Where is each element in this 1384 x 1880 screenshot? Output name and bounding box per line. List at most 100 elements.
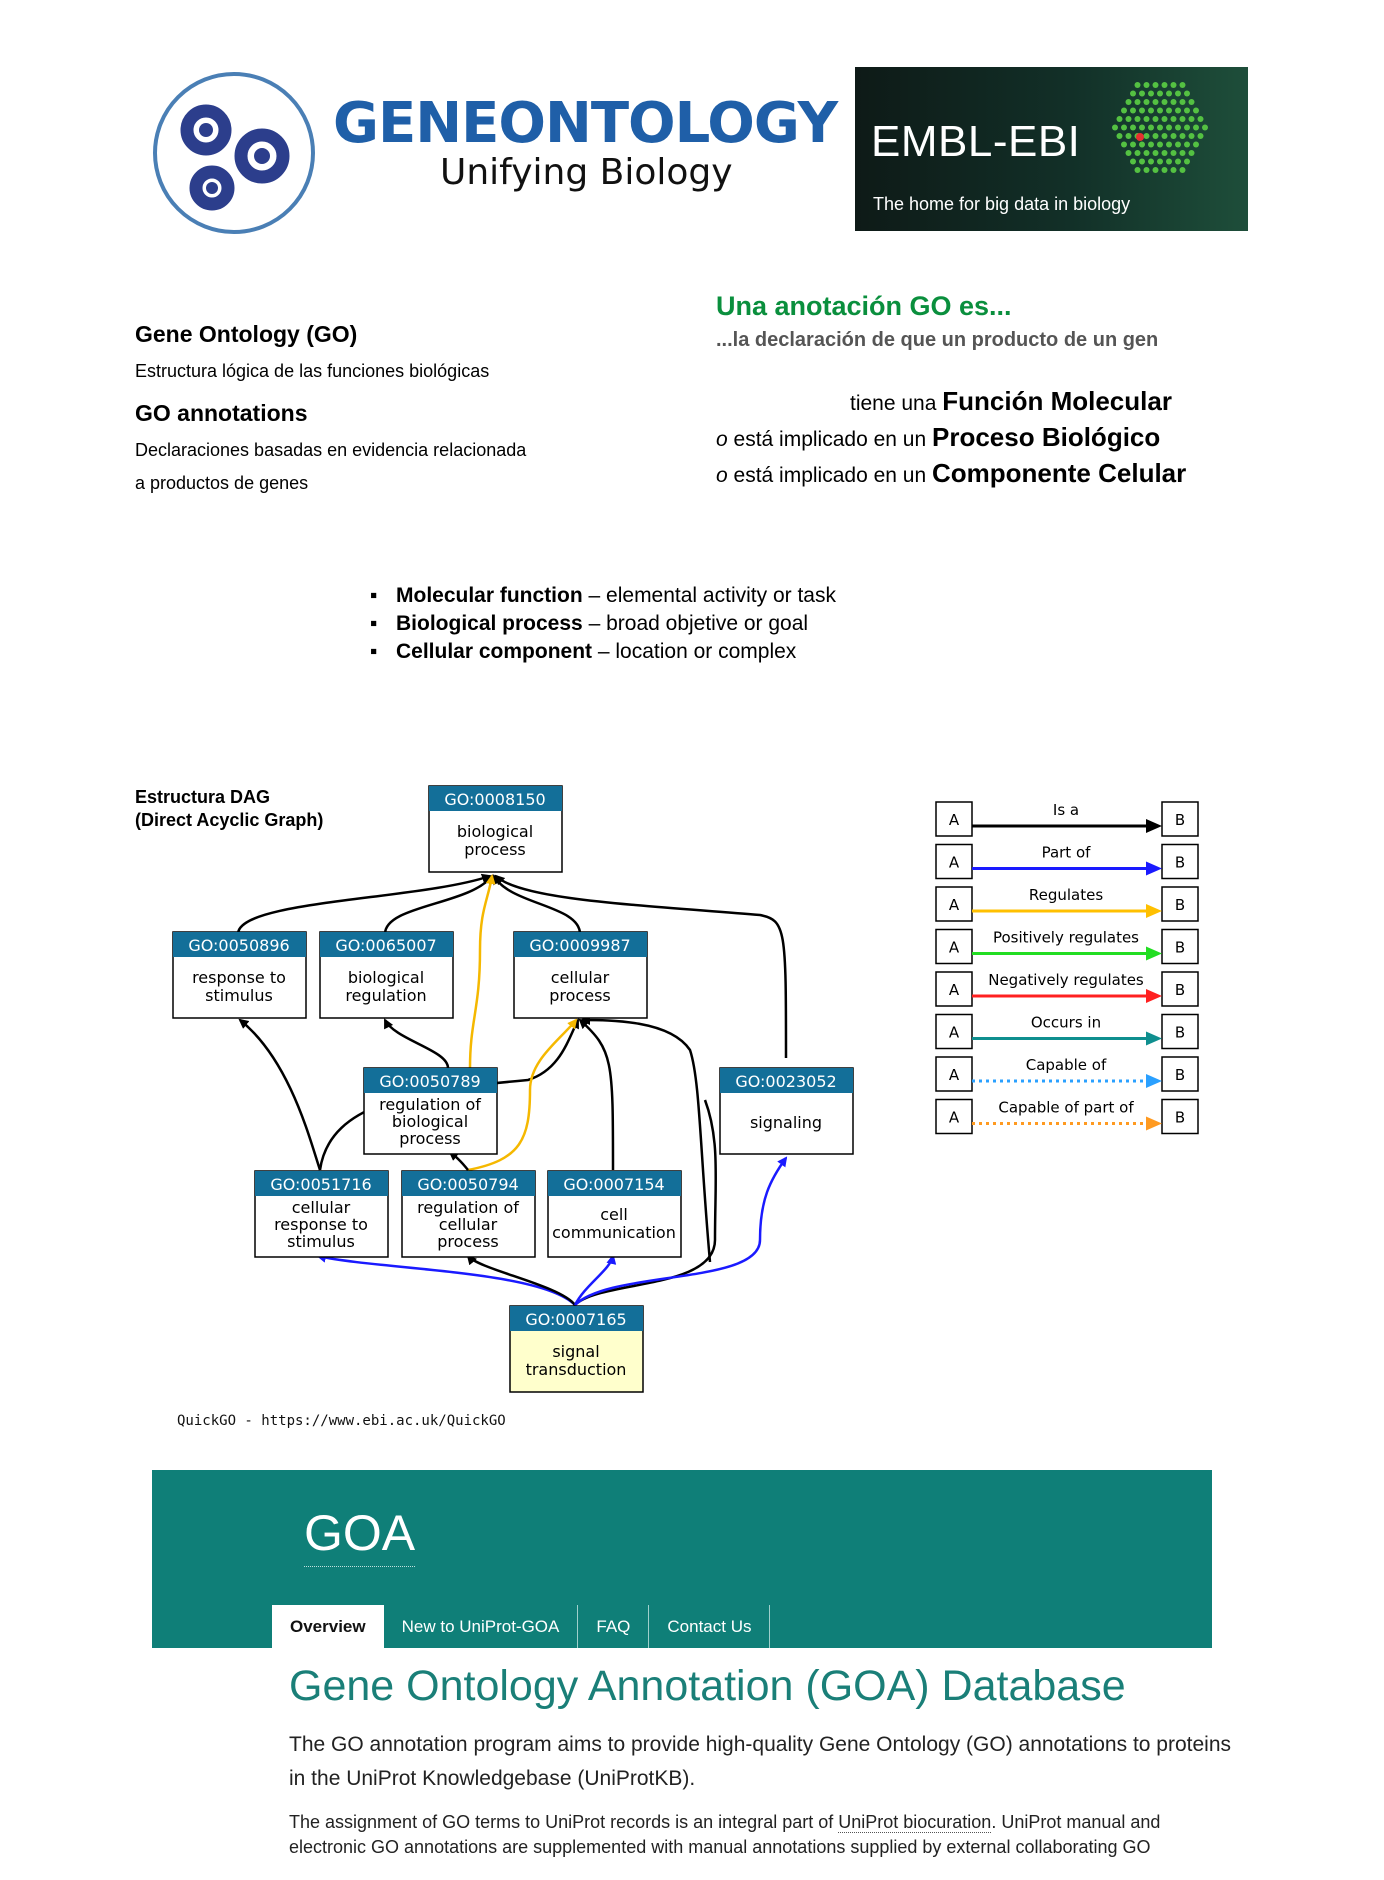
hex-dot [1125, 116, 1132, 122]
legend-arrowhead [1146, 1031, 1162, 1046]
legend-relation-label: Capable of [1026, 1056, 1107, 1074]
list-item: ▪Molecular function – elemental activity… [370, 582, 836, 610]
hex-dot [1143, 167, 1150, 173]
legend-box-b [1161, 1098, 1199, 1135]
go-aspects-list: ▪Molecular function – elemental activity… [370, 582, 836, 666]
legend-a-label: A [949, 896, 960, 914]
definition-line-2-o: o [716, 428, 728, 451]
dag-node-label: biological [392, 1112, 468, 1131]
hex-dot [1134, 99, 1141, 105]
list-item-desc: – location or complex [597, 640, 797, 663]
legend-b-label: B [1175, 854, 1185, 872]
dag-node-label: transduction [526, 1360, 627, 1379]
dag-node-label: cellular [551, 968, 610, 987]
tab-overview[interactable]: Overview [272, 1605, 384, 1648]
dag-node-id: GO:0007165 [525, 1310, 626, 1329]
goa-intro-paragraph: The GO annotation program aims to provid… [289, 1733, 1232, 1790]
dag-node-label: response to [192, 968, 286, 987]
hex-dot [1184, 124, 1190, 131]
hex-dot [1166, 90, 1172, 97]
dag-node-label: process [399, 1129, 460, 1148]
tab-new-to-uniprot-goa[interactable]: New to UniProt-GOA [384, 1605, 579, 1648]
dag-node: GO:0065007 biological regulation [319, 931, 454, 1019]
dag-node: GO:0007165 signal transduction [509, 1305, 644, 1393]
hex-dot [1170, 116, 1177, 122]
hex-dot [1188, 133, 1195, 139]
hex-dot [1148, 107, 1154, 114]
dag-node-label: cell [600, 1205, 628, 1224]
hex-dot [1188, 116, 1195, 122]
hex-dot [1134, 167, 1141, 173]
legend-a-label: A [949, 1109, 960, 1127]
legend-b-label: B [1175, 981, 1185, 999]
go-logo-word-ontology: ONTOLOGY [498, 91, 838, 156]
hex-dot [1139, 124, 1145, 131]
hex-dot [1175, 90, 1181, 97]
legend-box-a [935, 928, 973, 965]
legend-box-a [935, 1056, 973, 1092]
uniprot-biocuration-link[interactable]: UniProt biocuration [838, 1812, 992, 1833]
dag-node-label: communication [552, 1223, 676, 1242]
dag-node: GO:0051716 cellular response to stimulus [254, 1170, 389, 1258]
hex-dot [1152, 150, 1159, 156]
go-dag-diagram: GO:0008150 biological process GO:0050896… [172, 785, 1199, 1393]
dag-node-label: signaling [750, 1113, 822, 1132]
legend-a-label: A [949, 854, 960, 872]
hex-dot [1121, 124, 1127, 131]
annotations-heading: GO annotations [135, 400, 308, 426]
definition-line-1: tiene una Función Molecular [850, 386, 1172, 417]
embl-title: EMBL-EBI [871, 117, 1081, 166]
hex-dot [1184, 141, 1190, 148]
hex-dot [1125, 150, 1132, 156]
hex-dot [1134, 82, 1141, 88]
legend-relation-label: Part of [1042, 844, 1092, 862]
list-item-term: Cellular component [396, 640, 593, 663]
legend-a-label: A [949, 1066, 960, 1084]
hex-dot [1134, 150, 1141, 156]
annotations-description-line2: a productos de genes [135, 473, 309, 493]
definition-line-2: o está implicado en un Proceso Biológico [716, 422, 1160, 453]
dag-node-id: GO:0008150 [444, 790, 545, 809]
hex-dot [1170, 133, 1177, 139]
hex-dot [1157, 107, 1163, 114]
dag-node-label: response to [274, 1215, 368, 1234]
hex-dot [1112, 124, 1118, 131]
hex-dot [1125, 99, 1132, 105]
legend-relation-label: Occurs in [1031, 1014, 1101, 1032]
hex-dot [1143, 99, 1150, 105]
hex-dot [1148, 124, 1154, 131]
tab-contact-us[interactable]: Contact Us [649, 1605, 771, 1648]
hex-dot [1197, 116, 1204, 122]
legend-arrowhead [1146, 861, 1162, 876]
hex-dot [1157, 141, 1163, 148]
definition-line-3: o está implicado en un Componente Celula… [716, 458, 1186, 489]
dag-node-label: signal [552, 1342, 599, 1361]
legend-box-b [1161, 843, 1199, 880]
hex-dot [1166, 158, 1172, 165]
hex-dot [1152, 99, 1159, 105]
embl-hex-dots-icon [1112, 82, 1208, 173]
dag-node: GO:0050794 regulation of cellular proces… [401, 1170, 536, 1258]
hex-dot [1193, 107, 1199, 114]
hex-dot [1179, 150, 1186, 156]
dag-node-id: GO:0007154 [563, 1175, 664, 1194]
legend-b-label: B [1175, 1024, 1185, 1042]
legend-relation-label: Negatively regulates [988, 971, 1144, 989]
tab-faq[interactable]: FAQ [578, 1605, 650, 1648]
hex-dot [1175, 158, 1181, 165]
dag-node-label: biological [348, 968, 424, 987]
definition-line-3-o: o [716, 464, 728, 487]
goa-banner-title[interactable]: GOA [304, 1504, 416, 1567]
biological-process-term: Proceso Biológico [932, 422, 1161, 452]
dag-node-id: GO:0065007 [335, 936, 436, 955]
legend-a-label: A [949, 811, 960, 829]
dag-title-line2: (Direct Acyclic Graph) [135, 810, 324, 830]
go-heading: Gene Ontology (GO) [135, 321, 358, 347]
legend-box-b [1161, 928, 1199, 965]
hex-dot [1157, 124, 1163, 131]
legend-box-b [1161, 1013, 1199, 1050]
legend-box-a [935, 1013, 973, 1050]
